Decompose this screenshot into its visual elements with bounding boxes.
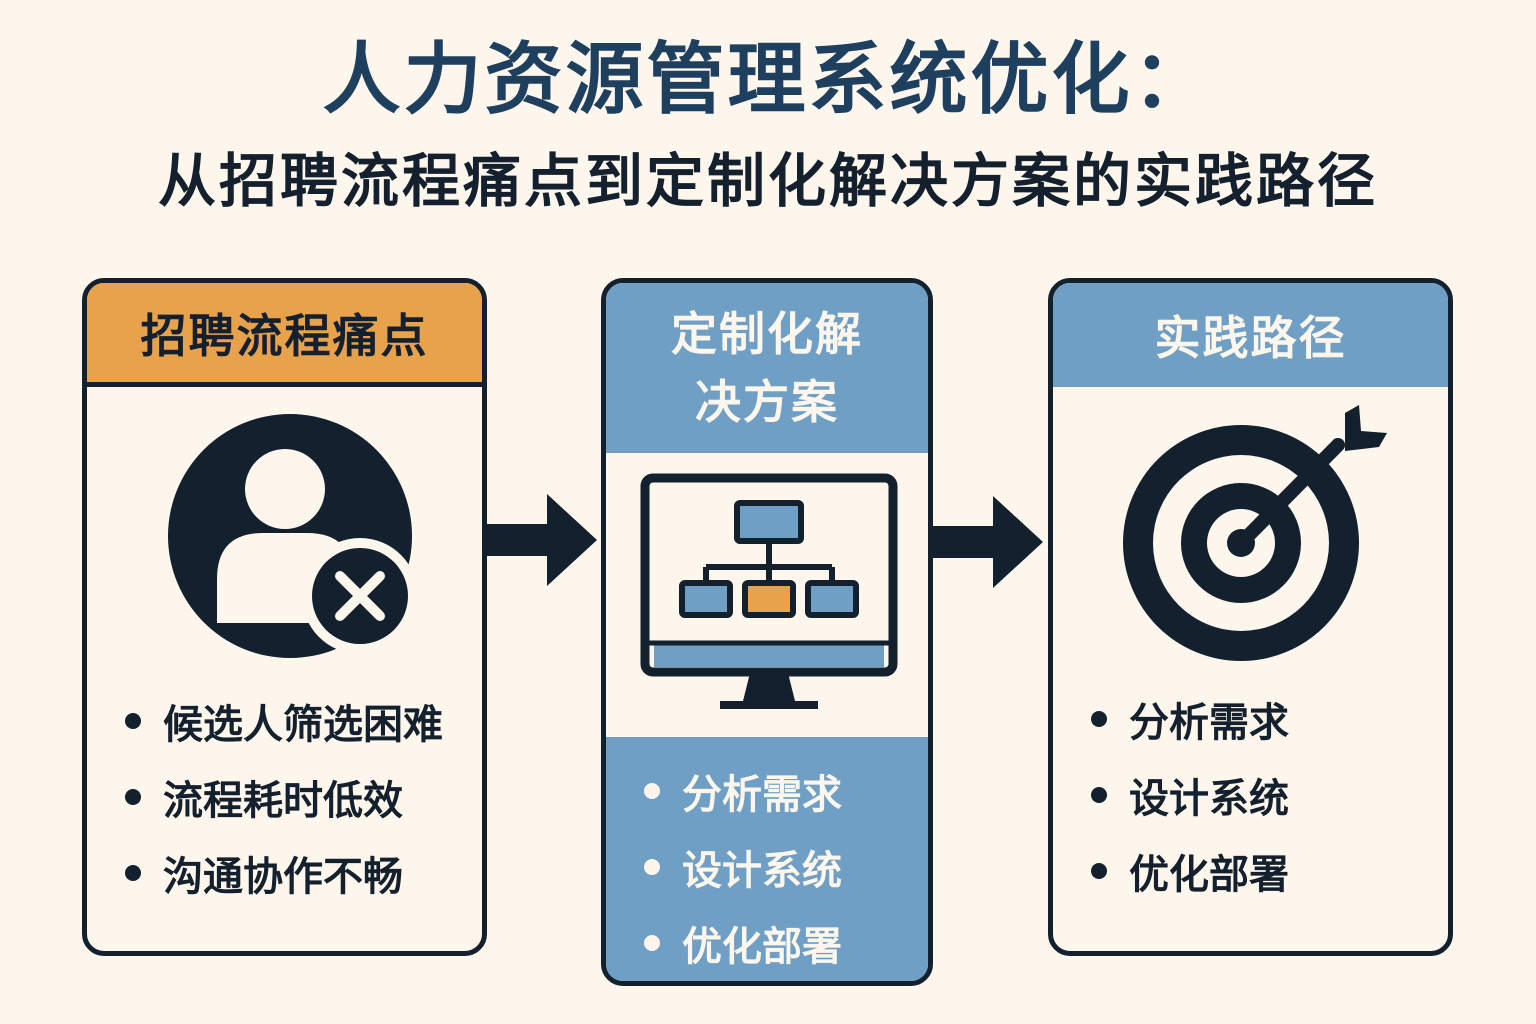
card-header-pain-points: 招聘流程痛点 bbox=[87, 283, 482, 387]
bullet-dot bbox=[644, 859, 660, 875]
bullet-dot bbox=[125, 789, 141, 805]
list-item: 候选人筛选困难 bbox=[125, 683, 443, 759]
list-item: 优化部署 bbox=[644, 905, 842, 981]
flow-arrow-icon bbox=[485, 492, 601, 588]
bullet-dot bbox=[125, 713, 141, 729]
bullet-dot bbox=[1091, 863, 1107, 879]
card-header-label-line2: 决方案 bbox=[695, 375, 839, 429]
list-item: 分析需求 bbox=[1091, 681, 1289, 757]
target-arrow-icon bbox=[1123, 405, 1388, 667]
card-header-custom-solution: 定制化解 决方案 bbox=[606, 283, 928, 453]
user-rejected-icon bbox=[165, 411, 419, 665]
list-item: 分析需求 bbox=[644, 753, 842, 829]
list-item: 设计系统 bbox=[1091, 757, 1289, 833]
diagram-subtitle: 从招聘流程痛点到定制化解决方案的实践路径 bbox=[157, 147, 1378, 215]
bullet-dot bbox=[1091, 711, 1107, 727]
bullet-text: 设计系统 bbox=[1129, 776, 1289, 822]
monitor-org-chart-icon bbox=[640, 473, 898, 709]
bullet-dot bbox=[644, 783, 660, 799]
card-recruitment-pain-points: 招聘流程痛点 候选人筛选困难 流程耗时低效 沟通协作不畅 bbox=[82, 278, 487, 956]
card-practice-path: 实践路径 分析需求 设计系统 优化部署 bbox=[1048, 278, 1453, 956]
bullet-text: 沟通协作不畅 bbox=[163, 854, 403, 900]
list-item: 优化部署 bbox=[1091, 833, 1289, 909]
bullet-text: 设计系统 bbox=[682, 848, 842, 894]
card-header-label: 实践路径 bbox=[1154, 311, 1347, 365]
practice-path-list: 分析需求 设计系统 优化部署 bbox=[1091, 681, 1289, 909]
bullet-dot bbox=[1091, 787, 1107, 803]
bullet-dot bbox=[125, 865, 141, 881]
diagram-title: 人力资源管理系统优化： bbox=[322, 35, 1214, 125]
list-item: 沟通协作不畅 bbox=[125, 835, 443, 911]
list-item: 流程耗时低效 bbox=[125, 759, 443, 835]
flow-arrow-icon bbox=[931, 494, 1047, 590]
card-custom-solution: 定制化解 决方案 分析需求 设计系统 优化部署 bbox=[601, 278, 933, 986]
bullet-text: 优化部署 bbox=[1129, 852, 1289, 898]
pain-points-list: 候选人筛选困难 流程耗时低效 沟通协作不畅 bbox=[125, 683, 443, 911]
card-header-label-line1: 定制化解 bbox=[671, 307, 863, 361]
bullet-dot bbox=[644, 935, 660, 951]
card-header-label: 招聘流程痛点 bbox=[140, 308, 429, 363]
bullet-text: 优化部署 bbox=[682, 924, 842, 970]
bullet-text: 流程耗时低效 bbox=[163, 778, 403, 824]
bullet-text: 分析需求 bbox=[682, 772, 842, 818]
bullet-text: 分析需求 bbox=[1129, 700, 1289, 746]
solution-steps-list: 分析需求 设计系统 优化部署 bbox=[644, 753, 842, 981]
list-item: 设计系统 bbox=[644, 829, 842, 905]
card-header-practice-path: 实践路径 bbox=[1053, 283, 1448, 387]
bullet-text: 候选人筛选困难 bbox=[163, 702, 443, 748]
